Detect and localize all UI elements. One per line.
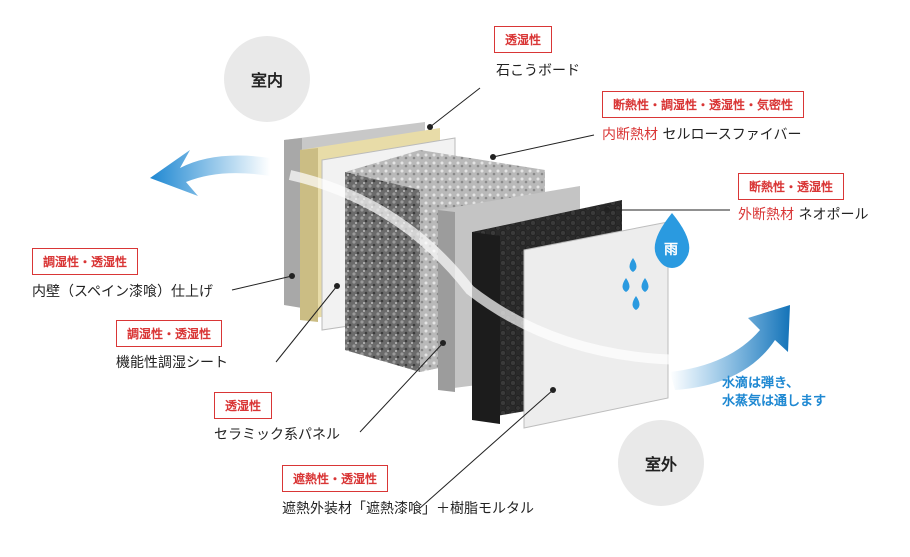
outdoor-label: 室外: [618, 420, 704, 506]
rain-badge: 雨: [664, 242, 678, 258]
label-inner-insulation-red: 内断熱材: [602, 127, 658, 143]
label-outer-insulation-red: 外断熱材: [738, 207, 794, 223]
label-humidity-sheet: 機能性調湿シート: [116, 355, 228, 371]
tag-gypsum: 透湿性: [494, 26, 553, 53]
tag-ceramic-panel: 透湿性: [214, 392, 273, 419]
rain-drop-icon: [654, 213, 690, 268]
indoor-label: 室内: [224, 36, 310, 122]
indoor-airflow-arrow: [150, 150, 270, 196]
label-interior-wall: 内壁（スペイン漆喰）仕上げ: [32, 284, 214, 300]
label-inner-insulation: 内断熱材 セルロースファイバー: [602, 124, 801, 144]
vapor-flow-band: [288, 170, 691, 365]
tag-outer-insulation: 断熱性・透湿性: [738, 173, 845, 200]
leader-lines: [231, 87, 730, 509]
label-outer-insulation-rest: ネオポール: [794, 207, 869, 223]
outdoor-airflow-arrow: [670, 305, 790, 390]
label-outer-insulation: 外断熱材 ネオポール: [738, 204, 868, 224]
layer-exterior-finish: [523, 221, 669, 429]
water-note: 水滴は弾き、 水蒸気は通します: [722, 375, 826, 411]
water-note-line1: 水滴は弾き、: [722, 376, 800, 391]
water-drops-icon: [622, 258, 649, 310]
tag-interior-wall: 調湿性・透湿性: [32, 248, 139, 275]
tag-inner-insulation: 断熱性・調湿性・透湿性・気密性: [602, 91, 805, 118]
leader-dots: [289, 124, 610, 393]
tag-exterior-finish: 遮熱性・透湿性: [282, 465, 389, 492]
water-note-line2: 水蒸気は通します: [722, 394, 827, 409]
label-gypsum: 石こうボード: [496, 63, 580, 79]
label-ceramic-panel: セラミック系パネル: [214, 427, 340, 443]
label-inner-insulation-rest: セルロースファイバー: [658, 127, 802, 143]
label-exterior-finish: 遮熱外装材「遮熱漆喰」＋樹脂モルタル: [282, 501, 534, 517]
tag-humidity-sheet: 調湿性・透湿性: [116, 320, 223, 347]
